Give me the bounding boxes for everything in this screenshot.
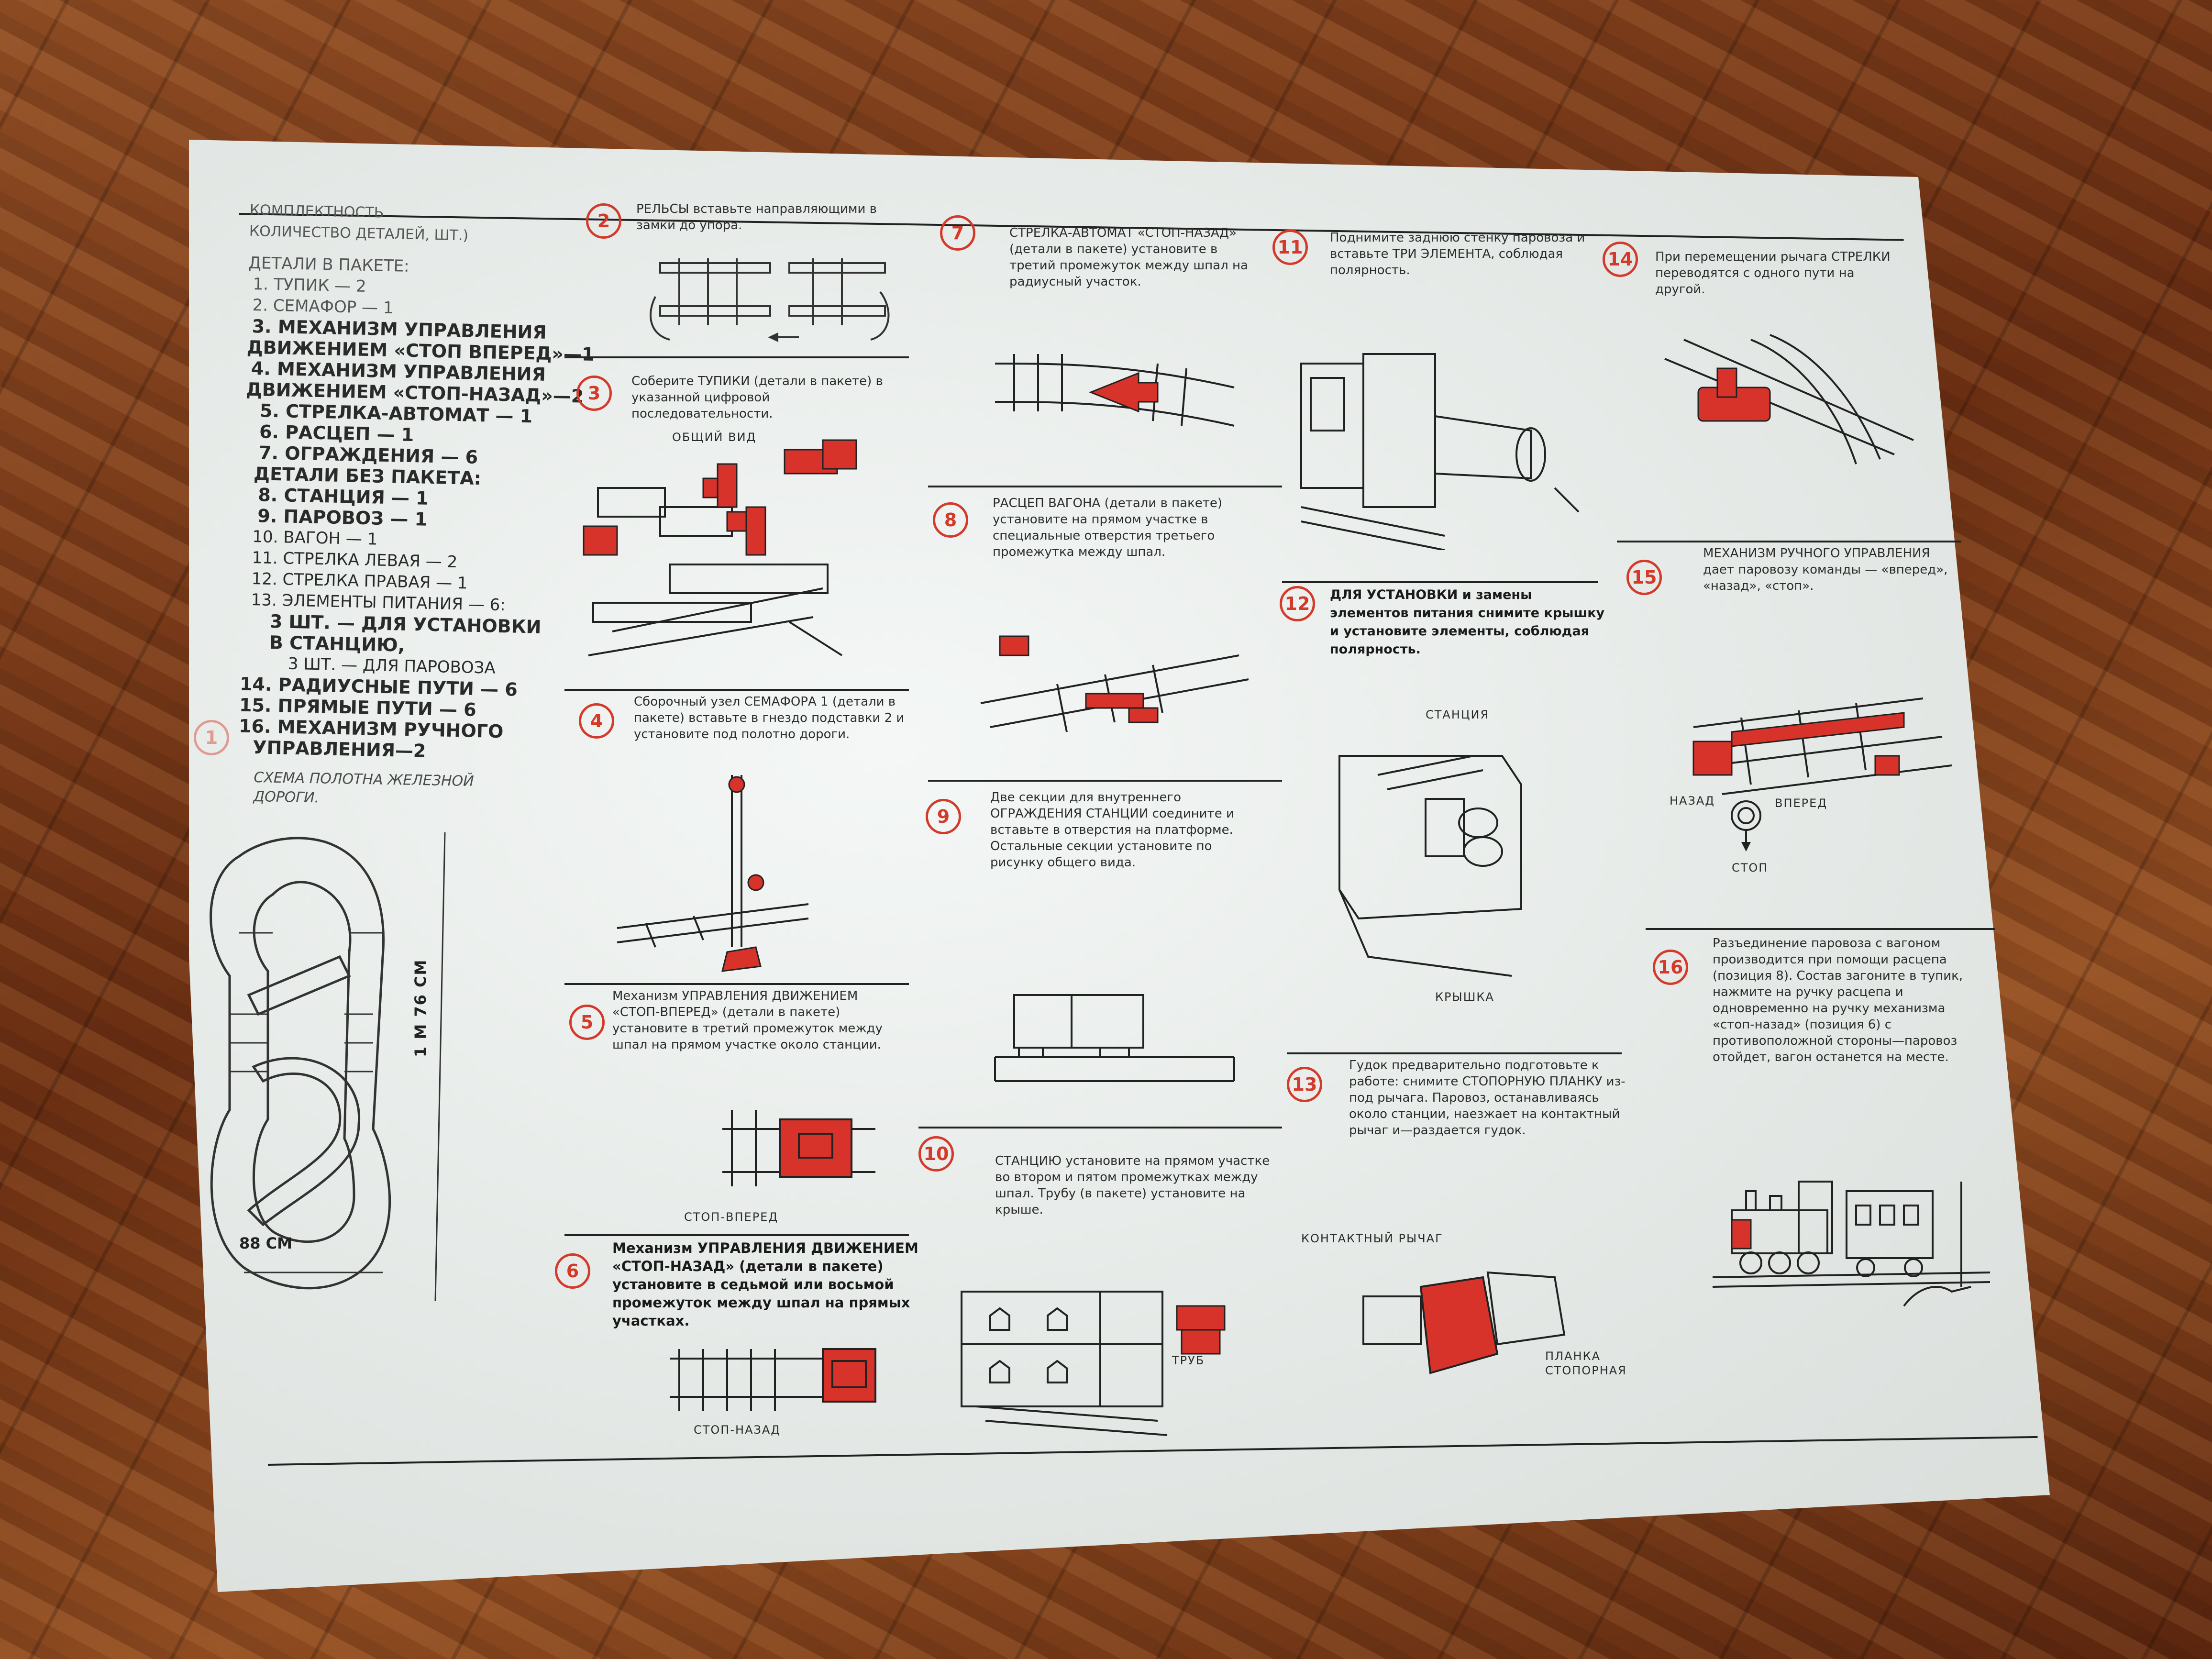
step-3-label: ОБЩИЙ ВИД bbox=[672, 431, 757, 444]
step-12-label-station: СТАНЦИЯ bbox=[1426, 708, 1490, 721]
step-7-text: СТРЕЛКА-АВТОМАТ «СТОП-НАЗАД» (детали в п… bbox=[1009, 226, 1248, 289]
track-switch-illustration bbox=[1664, 334, 1914, 465]
step-12-label-cover: КРЫШКА bbox=[1435, 990, 1494, 1004]
coupler-illustration bbox=[980, 635, 1249, 732]
semaphore-illustration bbox=[617, 775, 809, 972]
control-label-back: НАЗАД bbox=[1670, 794, 1715, 807]
step-4-text: Сборочный узел СЕМАФОРА 1 (детали в паке… bbox=[634, 695, 905, 741]
automatic-switch-illustration bbox=[995, 354, 1235, 427]
step-13-text: Гудок предварительно подготовьте к работ… bbox=[1349, 1058, 1626, 1138]
step-11-text: Поднимите заднюю стенку паровоза и встав… bbox=[1330, 231, 1585, 277]
scheme-dimension-horizontal: 88 СМ bbox=[239, 1234, 292, 1252]
step-3-text: Соберите ТУПИКИ (детали в пакете) в указ… bbox=[631, 374, 883, 421]
step-15-number: 15 bbox=[1626, 560, 1662, 595]
step-6-label: СТОП-НАЗАД bbox=[694, 1423, 781, 1437]
locomotive-battery-illustration bbox=[1300, 353, 1580, 550]
scheme-title: СХЕМА ПОЛОТНА ЖЕЛЕЗНОЙ ДОРОГИ. bbox=[253, 769, 474, 807]
whistle-lever-illustration bbox=[1362, 1271, 1566, 1374]
stop-back-mechanism-illustration bbox=[670, 1348, 876, 1411]
step-5-text: Механизм УПРАВЛЕНИЯ ДВИЖЕНИЕМ «СТОП-ВПЕР… bbox=[612, 989, 883, 1052]
buffer-stop-illustration bbox=[583, 439, 857, 656]
railway-scheme-diagram bbox=[210, 832, 446, 1302]
station-battery-illustration bbox=[1338, 755, 1522, 977]
step-3-number: 3 bbox=[576, 376, 612, 411]
step-12-number: 12 bbox=[1280, 586, 1315, 621]
step-10-label: ТРУБ bbox=[1172, 1354, 1205, 1367]
control-label-forward: ВПЕРЕД bbox=[1775, 796, 1828, 810]
step-10-number: 10 bbox=[918, 1136, 954, 1172]
step-11-number: 11 bbox=[1272, 230, 1308, 265]
step-16-number: 16 bbox=[1653, 950, 1688, 985]
step-5-number: 5 bbox=[569, 1005, 605, 1040]
step-7-number: 7 bbox=[940, 215, 975, 251]
control-knob-icon bbox=[1731, 800, 1761, 852]
step-13-label-lever: КОНТАКТНЫЙ РЫЧАГ bbox=[1301, 1232, 1443, 1245]
step-2-text: РЕЛЬСЫ вставьте направляющими в замки до… bbox=[636, 202, 877, 232]
step-2-number: 2 bbox=[586, 203, 621, 239]
inventory-list: КОМПЛЕКТНОСТЬ КОЛИЧЕСТВО ДЕТАЛЕЙ, ШТ.) Д… bbox=[238, 200, 595, 764]
scheme-dimension-vertical: 1 М 76 СМ bbox=[411, 959, 430, 1057]
step-4-number: 4 bbox=[579, 703, 614, 739]
train-illustration bbox=[1712, 1181, 1991, 1307]
station-fence-illustration bbox=[994, 994, 1235, 1082]
step-8-text: РАСЦЕП ВАГОНА (детали в пакете) установи… bbox=[993, 496, 1223, 559]
step-9-number: 9 bbox=[926, 799, 961, 834]
rails-illustration bbox=[650, 258, 890, 343]
step-10-text: СТАНЦИЮ установите на прямом участке во … bbox=[995, 1154, 1270, 1217]
station-illustration bbox=[961, 1291, 1226, 1436]
step-15-text: МЕХАНИЗМ РУЧНОГО УПРАВЛЕНИЯ дает паровоз… bbox=[1703, 546, 1948, 593]
step-13-label-plate: ПЛАНКА СТОПОРНАЯ bbox=[1545, 1349, 1627, 1377]
step-5-label: СТОП-ВПЕРЕД bbox=[684, 1210, 779, 1224]
stop-forward-mechanism-illustration bbox=[722, 1110, 875, 1186]
step-8-number: 8 bbox=[933, 502, 968, 538]
step-1-number: 1 bbox=[194, 720, 229, 755]
step-6-text: Механизм УПРАВЛЕНИЯ ДВИЖЕНИЕМ «СТОП-НАЗА… bbox=[612, 1240, 918, 1329]
step-13-number: 13 bbox=[1287, 1067, 1322, 1102]
step-16-text: Разъединение паровоза с вагоном производ… bbox=[1713, 936, 1963, 1064]
manual-control-illustration bbox=[1692, 697, 1952, 795]
step-14-text: При перемещении рычага СТРЕЛКИ переводят… bbox=[1655, 250, 1891, 297]
step-14-number: 14 bbox=[1603, 242, 1638, 277]
step-12-text: ДЛЯ УСТАНОВКИ и замены элементов питания… bbox=[1330, 587, 1605, 657]
step-9-text: Две секции для внутреннего ОГРАЖДЕНИЯ СТ… bbox=[990, 790, 1234, 870]
step-6-number: 6 bbox=[555, 1253, 590, 1289]
control-label-stop: СТОП bbox=[1732, 861, 1769, 874]
